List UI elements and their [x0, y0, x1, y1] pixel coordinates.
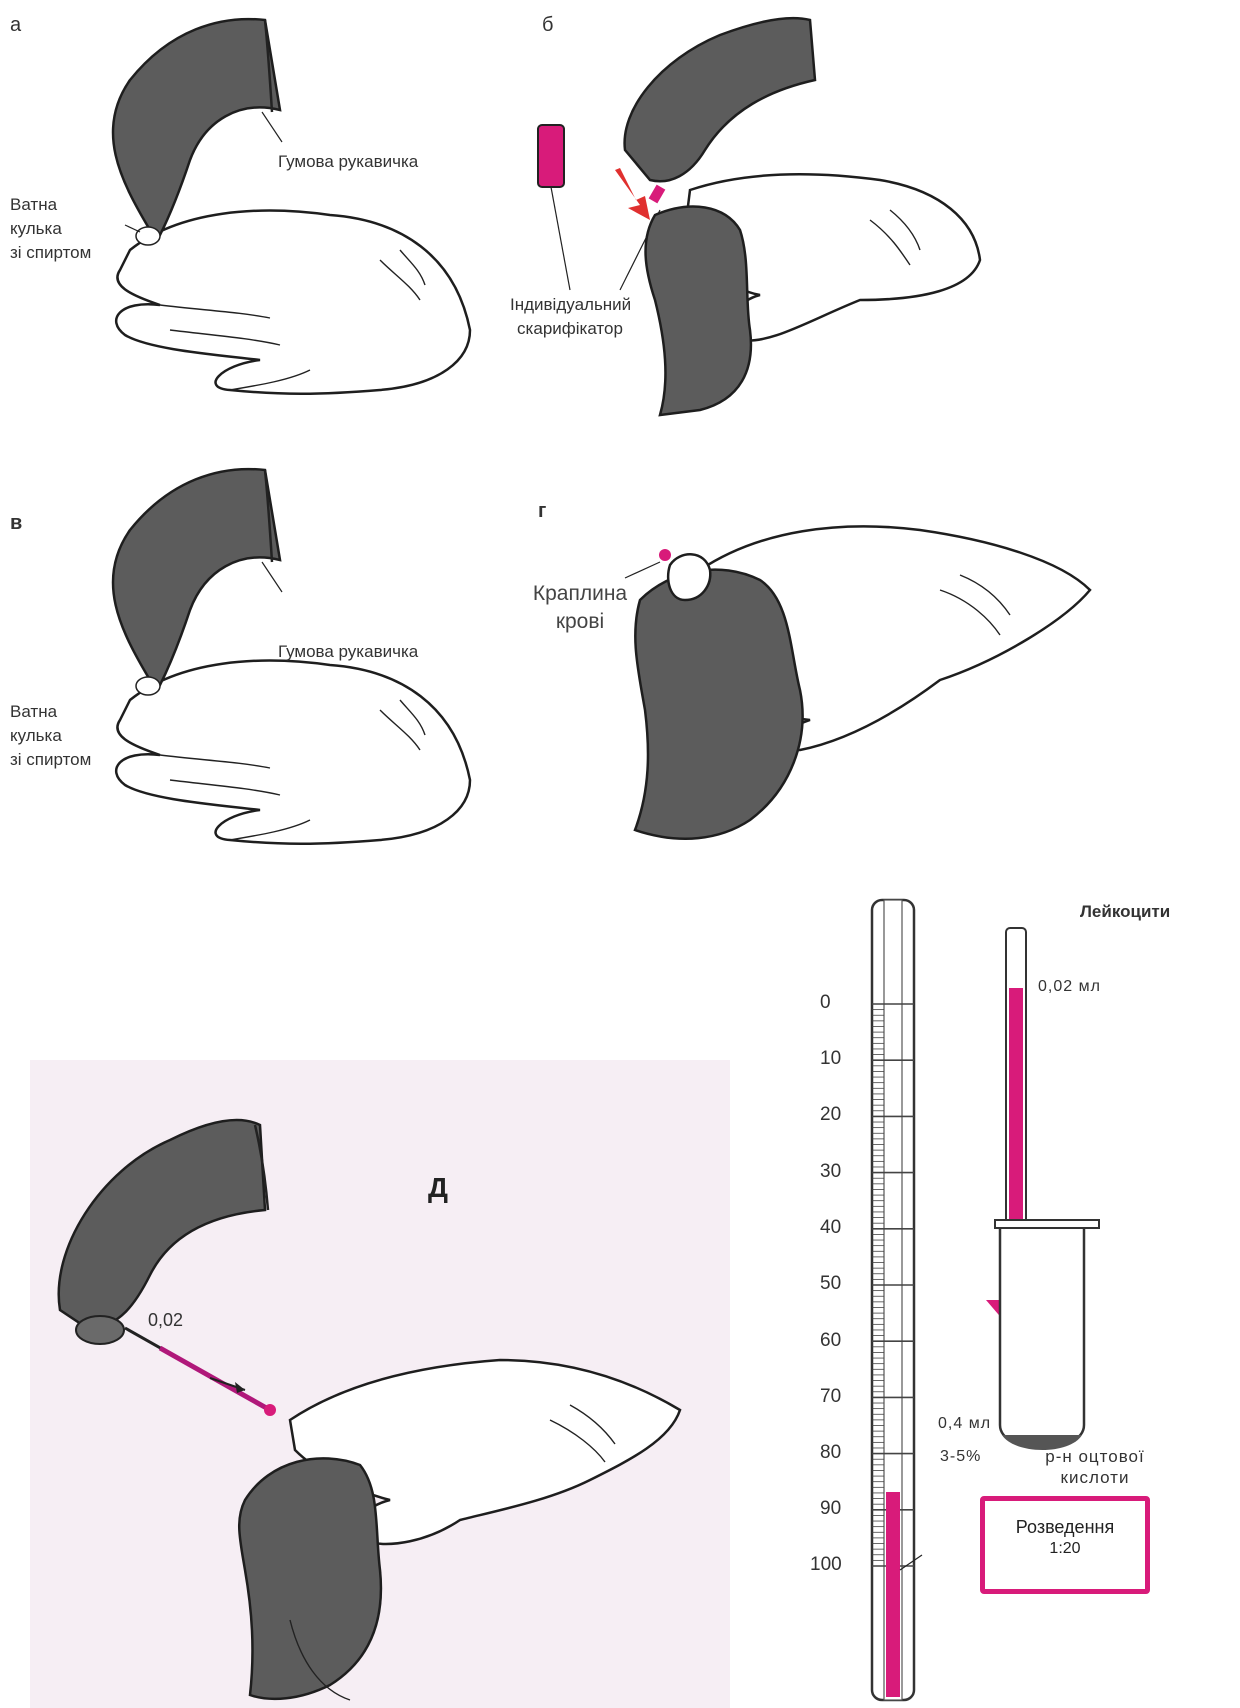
acid-volume-label: 0,4 мл — [938, 1415, 991, 1433]
dilution-ratio: 1:20 — [985, 1540, 1145, 1558]
illustration-hands-cotton — [0, 450, 520, 880]
panel-d: Д 0,02 — [30, 1060, 730, 1708]
panel-v: в Гумова рукавичка Ватна кулька зі спирт… — [0, 450, 520, 880]
illustration-hands-scarifier — [520, 0, 1240, 450]
acid-label: р-н оцтової кислоти — [1010, 1446, 1180, 1488]
panel-letter: а — [10, 14, 21, 37]
panel-letter: г — [538, 500, 546, 523]
panel-a: а Гумова рукавичка Ватна кулька зі спирт… — [0, 0, 520, 450]
panel-b: б Індивідуальний скарифікатор — [520, 0, 1240, 450]
pipette-volume-label: 0,02 — [148, 1310, 183, 1331]
dilution-title: Розведення — [985, 1517, 1145, 1538]
cotton-label: Ватна кулька зі спиртом — [10, 193, 91, 265]
scale-label: 70 — [820, 1386, 841, 1408]
acid-percent-label: 3-5% — [940, 1448, 981, 1466]
scale-label: 90 — [820, 1498, 841, 1520]
scale-label: 30 — [820, 1161, 841, 1183]
panel-letter: в — [10, 512, 22, 535]
scale-label: 50 — [820, 1273, 841, 1295]
panel-letter: б — [542, 14, 553, 37]
scale-label: 40 — [820, 1217, 841, 1239]
scale-label: 0 — [820, 992, 831, 1014]
scale-label: 80 — [820, 1442, 841, 1464]
scale-label: 10 — [820, 1048, 841, 1070]
glove-label: Гумова рукавичка — [278, 640, 418, 664]
cotton-label: Ватна кулька зі спиртом — [10, 700, 91, 772]
glove-label: Гумова рукавичка — [278, 150, 418, 174]
illustration-pipette — [30, 1060, 730, 1708]
illustration-blood-drop — [520, 450, 1240, 880]
blood-drop-label: Краплина крові — [520, 580, 640, 636]
dilution-panel: 0 10 20 30 40 50 60 70 80 90 100 Лейкоци… — [800, 880, 1240, 1708]
panel-g: г Краплина крові — [520, 450, 1240, 880]
blood-column — [1009, 988, 1023, 1253]
pipette-volume-label: 0,02 мл — [1038, 978, 1101, 996]
leukocytes-label: Лейкоцити — [1080, 902, 1170, 922]
acid-fill — [886, 1492, 900, 1697]
panel-letter: Д — [428, 1172, 448, 1204]
scale-label: 100 — [810, 1554, 842, 1576]
dilution-box: Розведення 1:20 — [980, 1496, 1150, 1594]
scale-label: 60 — [820, 1330, 841, 1352]
scarifier-label: Індивідуальний скарифікатор — [510, 293, 630, 341]
scale-label: 20 — [820, 1104, 841, 1126]
